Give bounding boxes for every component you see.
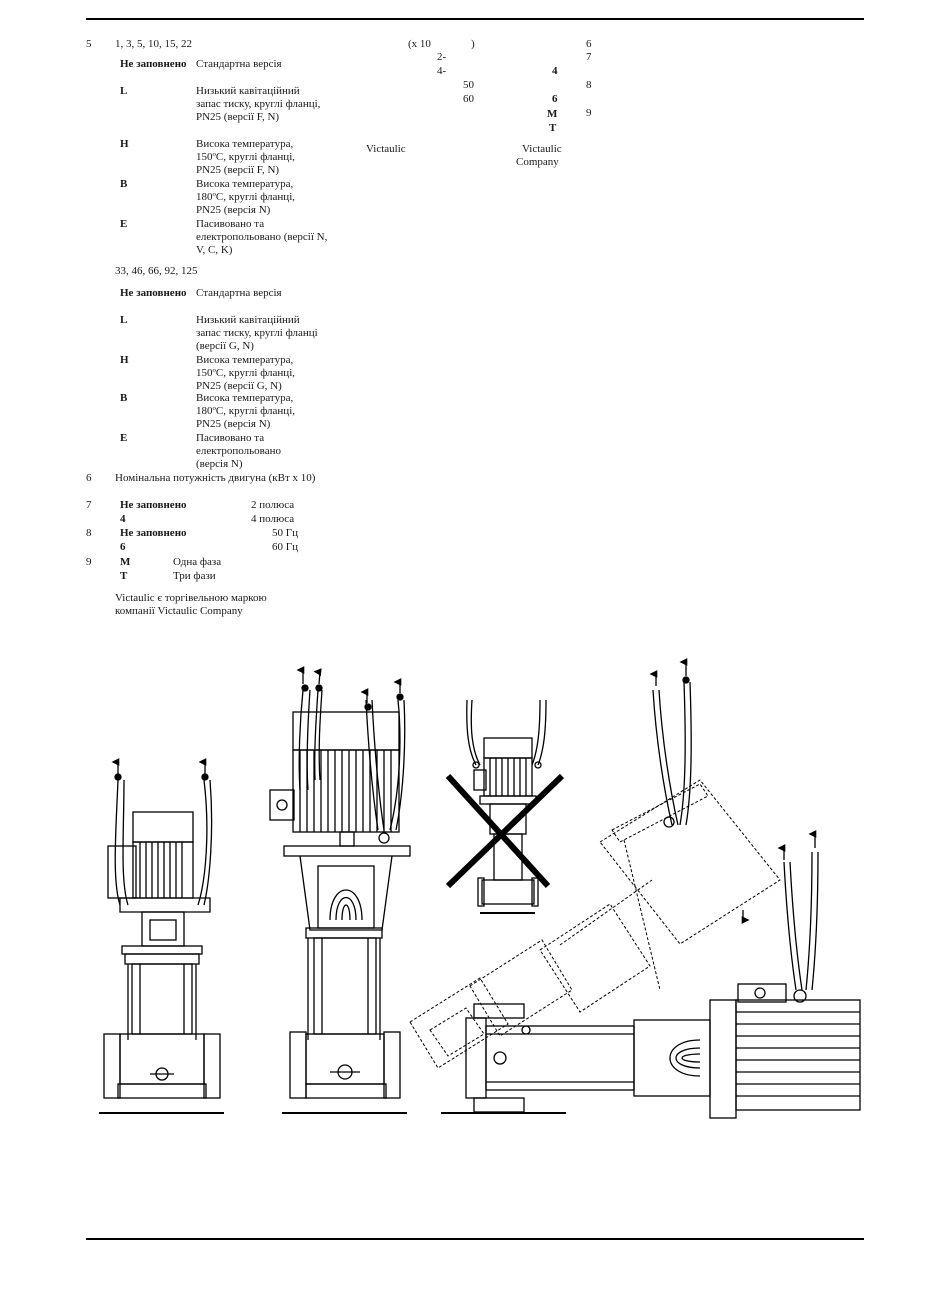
item-8-number: 8 <box>86 527 92 539</box>
item-9-value-1: Одна фаза <box>173 556 222 568</box>
group-b-code-3: B <box>120 392 128 404</box>
item-7-code-2: 4 <box>120 513 126 525</box>
right-num-9: 9 <box>586 107 592 119</box>
mid-code-m: M <box>547 108 558 120</box>
mid-row-2: 2- <box>437 51 447 63</box>
mid-victaulic: Victaulic <box>366 143 406 155</box>
group-a-desc-4: Пасивовано та електропольовано (версії N… <box>196 218 328 256</box>
pump-side-view-icon <box>269 666 411 1114</box>
mid-code-4: 4 <box>552 65 558 77</box>
pump-horizontal-lifting-icon <box>409 658 861 1119</box>
item-8-value-2: 60 Гц <box>272 541 298 553</box>
group-a-desc-1: Низький кавітаційний запас тиску, круглі… <box>196 85 321 123</box>
trademark-line-1: Victaulic є торгівельною маркою <box>115 592 267 604</box>
group-b-desc-1: Низький кавітаційний запас тиску, круглі… <box>196 314 318 352</box>
item-8-code-1: Не заповнено <box>120 527 187 539</box>
mid-victaulic-company-1: Victaulic <box>522 143 562 155</box>
top-rule <box>86 18 864 20</box>
item-8-code-2: 6 <box>120 541 126 553</box>
trademark-line-2: компанії Victaulic Company <box>115 605 243 617</box>
group-a-code-2: H <box>120 138 129 150</box>
group-b-desc-2: Висока температура, 150ºC, круглі фланці… <box>196 354 295 392</box>
mid-val-50: 50 <box>463 79 474 91</box>
mid-code-t: T <box>549 122 557 134</box>
group-a-code-0: Не заповнено <box>120 58 187 70</box>
group-a-code-1: L <box>120 85 128 97</box>
item-7-value-1: 2 полюса <box>251 499 295 511</box>
pump-incorrect-lifting-icon <box>445 699 565 914</box>
group-a-desc-3: Висока температура, 180ºC, круглі фланці… <box>196 178 295 216</box>
item-9-number: 9 <box>86 556 92 568</box>
group-b-code-0: Не заповнено <box>120 287 187 299</box>
pump-front-view-icon <box>99 758 224 1114</box>
item-7-value-2: 4 полюса <box>251 513 295 525</box>
item-6-text: Номінальна потужність двигуна (кВт х 10) <box>115 472 316 484</box>
item-5-models-a: 1, 3, 5, 10, 15, 22 <box>115 38 192 50</box>
mid-x10: (x 10 <box>408 38 431 50</box>
right-num-6: 6 <box>586 38 592 50</box>
group-b-code-1: L <box>120 314 128 326</box>
item-9-code-1: M <box>120 556 131 568</box>
group-a-desc-0: Стандартна версія <box>196 58 282 70</box>
group-a-code-4: E <box>120 218 128 230</box>
group-a-code-3: B <box>120 178 128 190</box>
right-num-7: 7 <box>586 51 592 63</box>
group-b-desc-3: Висока температура, 180ºC, круглі фланці… <box>196 392 295 430</box>
mid-val-60: 60 <box>463 93 474 105</box>
mid-x10-close: ) <box>471 38 475 50</box>
item-6-number: 6 <box>86 472 92 484</box>
group-a-desc-2: Висока температура, 150ºC, круглі фланці… <box>196 138 295 176</box>
item-8-value-1: 50 Гц <box>272 527 298 539</box>
mid-victaulic-company-2: Company <box>516 156 559 168</box>
group-b-code-2: H <box>120 354 129 366</box>
right-num-8: 8 <box>586 79 592 91</box>
item-5-number: 5 <box>86 38 92 50</box>
item-9-value-2: Три фази <box>173 570 216 582</box>
group-b-desc-0: Стандартна версія <box>196 287 282 299</box>
group-b-code-4: E <box>120 432 128 444</box>
item-9-code-2: T <box>120 570 128 582</box>
mid-row-4: 4- <box>437 65 447 77</box>
item-5-models-b: 33, 46, 66, 92, 125 <box>115 265 198 277</box>
item-7-number: 7 <box>86 499 92 511</box>
item-7-code-1: Не заповнено <box>120 499 187 511</box>
group-b-desc-4: Пасивовано та електропольовано (версія N… <box>196 432 281 470</box>
bottom-rule <box>86 1238 864 1240</box>
mid-code-6: 6 <box>552 93 558 105</box>
